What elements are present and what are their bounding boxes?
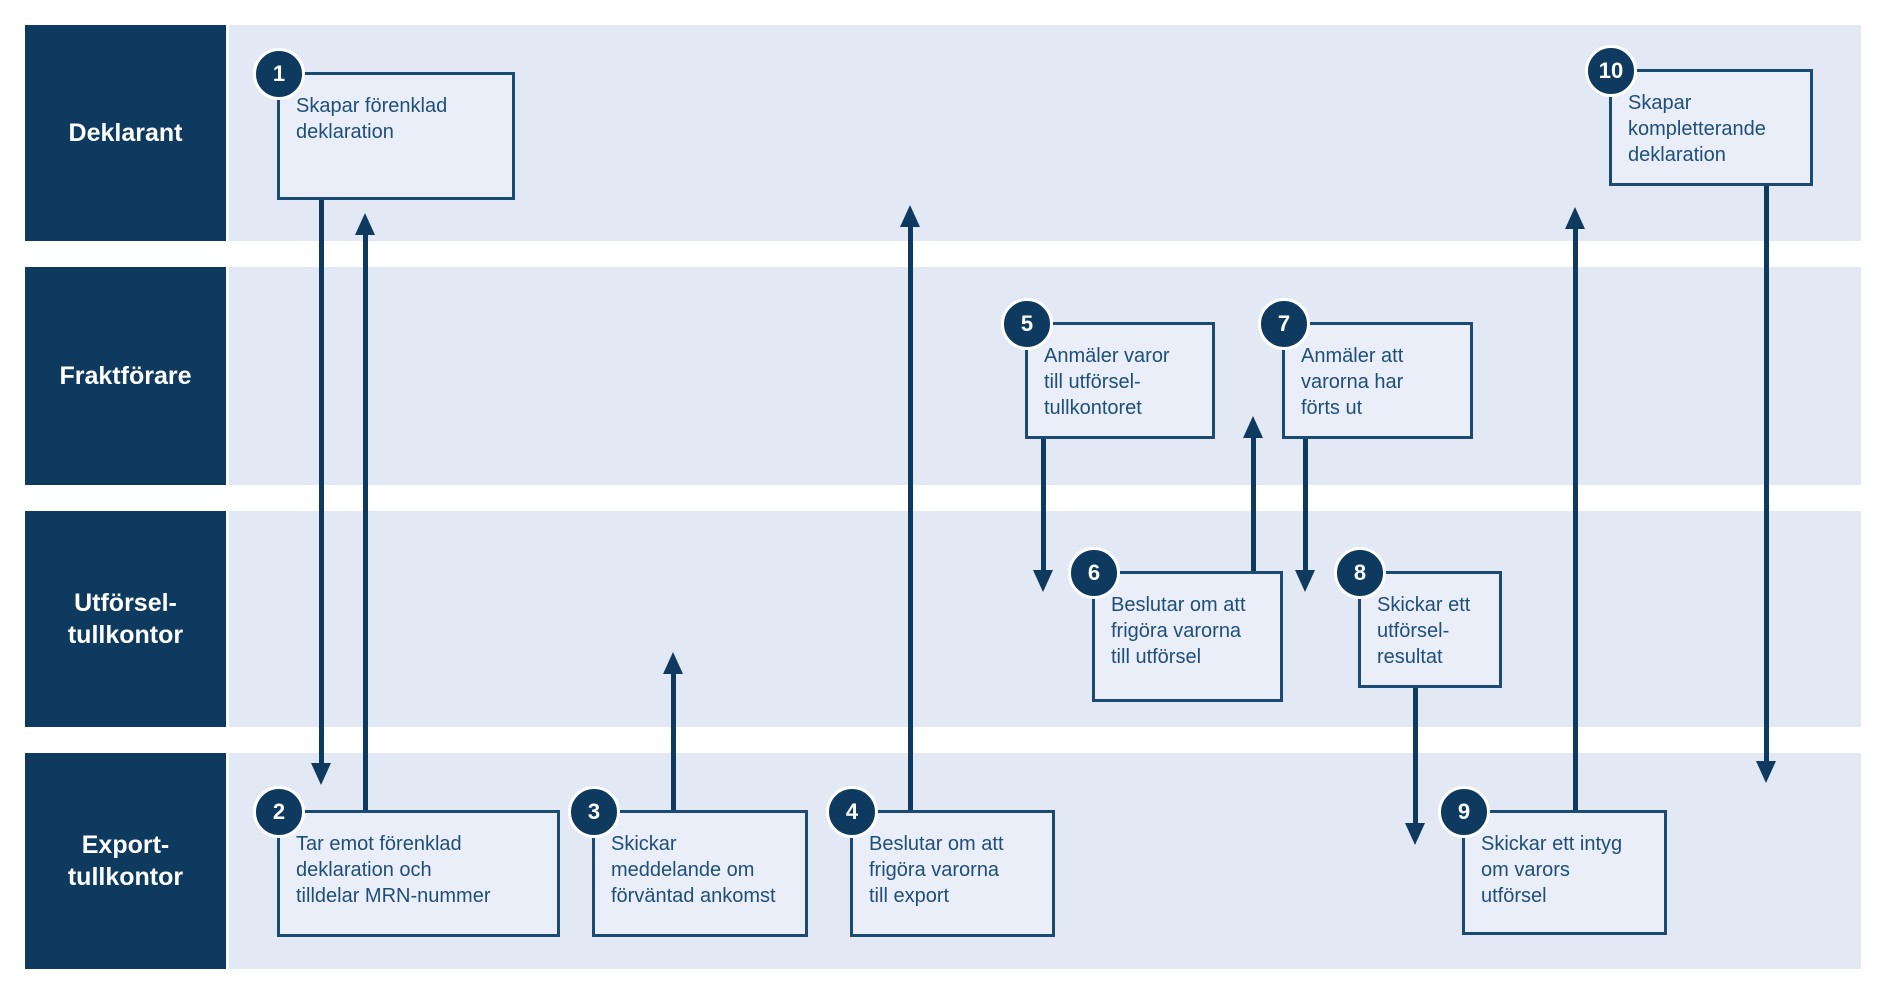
lane-label-fraktforare: Fraktförare: [59, 361, 192, 390]
flow-arrow-6-up: [1243, 416, 1263, 571]
step-text-6: Beslutar om att frigöra varorna till utf…: [1111, 594, 1246, 668]
step-number-badge-4: 4: [826, 786, 878, 838]
flow-arrow-4-up: [900, 205, 920, 810]
step-text-10: Skapar kompletterande deklaration: [1628, 92, 1766, 166]
step-box-2: 2 Tar emot förenklad deklaration och til…: [253, 786, 560, 937]
step-text-4: Beslutar om att frigöra varorna till exp…: [869, 833, 1004, 907]
step-text-9: Skickar ett intyg om varors utförsel: [1481, 833, 1623, 907]
lane-header-export-tullkontor: Export- tullkontor: [25, 753, 226, 969]
step-box-4: 4 Beslutar om att frigöra varorna till e…: [826, 786, 1055, 937]
lane-label-utforsel-tullkontor: Utförsel- tullkontor: [67, 588, 184, 650]
step-box-5: 5 Anmäler varor till utförsel- tullkonto…: [1001, 298, 1215, 439]
flow-arrow-1-down: [311, 200, 331, 785]
flow-arrow-10-down: [1756, 186, 1776, 783]
step-box-1: 1 Skapar förenklad deklaration: [253, 48, 515, 200]
lane-label-export-tullkontor: Export- tullkontor: [67, 830, 184, 892]
step-text-1: Skapar förenklad deklaration: [296, 95, 448, 143]
step-number-badge-1: 1: [253, 48, 305, 100]
step-box-8: 8 Skickar ett utförsel- resultat: [1334, 547, 1502, 688]
step-number-badge-7: 7: [1258, 298, 1310, 350]
step-text-2: Tar emot förenklad deklaration och tilld…: [296, 833, 491, 907]
step-number-badge-10: 10: [1585, 45, 1637, 97]
flow-arrow-5-down: [1033, 439, 1053, 592]
step-box-10: 10 Skapar kompletterande deklaration: [1585, 45, 1813, 186]
flow-arrow-2-up: [355, 213, 375, 810]
step-number-badge-6: 6: [1068, 547, 1120, 599]
step-box-9: 9 Skickar ett intyg om varors utförsel: [1438, 786, 1667, 935]
step-number-badge-8: 8: [1334, 547, 1386, 599]
flow-arrow-3-up: [663, 652, 683, 810]
step-box-3: 3 Skickar meddelande om förväntad ankoms…: [568, 786, 808, 937]
step-text-5: Anmäler varor till utförsel- tullkontore…: [1044, 345, 1170, 419]
step-box-6: 6 Beslutar om att frigöra varorna till u…: [1068, 547, 1283, 702]
lane-header-utforsel-tullkontor: Utförsel- tullkontor: [25, 511, 226, 727]
flow-arrow-8-down: [1405, 688, 1425, 845]
step-number-badge-3: 3: [568, 786, 620, 838]
step-text-8: Skickar ett utförsel- resultat: [1377, 594, 1471, 668]
step-box-7: 7 Anmäler att varorna har förts ut: [1258, 298, 1473, 439]
flow-arrow-7-down: [1295, 439, 1315, 592]
lane-header-deklarant: Deklarant: [25, 25, 226, 241]
step-text-7: Anmäler att varorna har förts ut: [1301, 345, 1404, 419]
lane-label-deklarant: Deklarant: [68, 118, 183, 147]
step-number-badge-2: 2: [253, 786, 305, 838]
step-number-badge-9: 9: [1438, 786, 1490, 838]
step-number-badge-5: 5: [1001, 298, 1053, 350]
step-text-3: Skickar meddelande om förväntad ankomst: [611, 833, 776, 907]
lane-header-fraktforare: Fraktförare: [25, 267, 226, 485]
flow-arrow-9-up: [1565, 207, 1585, 810]
